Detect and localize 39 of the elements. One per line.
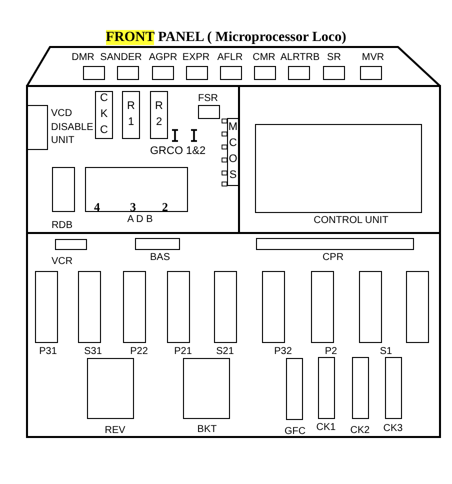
component-label: AGPR <box>148 53 178 63</box>
component-label: RDB <box>51 221 73 231</box>
component-label: P21 <box>174 347 192 357</box>
component-label: S31 <box>84 347 102 357</box>
component-label: VCD DISABLE UNIT <box>51 107 94 148</box>
component-label: VCR <box>51 257 73 267</box>
component-label: S1 <box>380 347 392 357</box>
component-label: S21 <box>216 347 234 357</box>
component-label: A D B <box>127 215 153 225</box>
component-label: CK2 <box>350 426 370 436</box>
component-label: MCOS <box>228 120 238 183</box>
component-label: CK1 <box>316 423 336 433</box>
component-label: MVR <box>362 53 384 63</box>
slot-number: 2 <box>162 201 168 213</box>
component-label: P22 <box>130 347 148 357</box>
label: GRCO 1&2 <box>150 146 206 157</box>
component-label: REV <box>104 426 126 436</box>
slot-number: 3 <box>130 201 136 213</box>
component-label: BAS <box>150 253 170 263</box>
component-label: FSR <box>198 94 218 104</box>
component-label: CMR <box>252 53 276 63</box>
component-label: CONTROL UNIT <box>314 216 388 226</box>
component-label: ALRTRB <box>280 53 320 63</box>
component-label: CK3 <box>383 424 403 434</box>
component-label: R1 <box>126 99 136 130</box>
component-label: SANDER <box>100 53 142 63</box>
component-label: P31 <box>39 347 57 357</box>
component-label: EXPR <box>182 53 210 63</box>
component-label: CKC <box>99 91 109 138</box>
component-label: AFLR <box>217 53 243 63</box>
component-label: BKT <box>197 425 217 435</box>
component-label: DMR <box>72 53 94 63</box>
component-label: SR <box>327 53 341 63</box>
component-label: CPR <box>322 253 344 263</box>
component-label: P2 <box>324 347 338 357</box>
slot-number: 4 <box>94 201 100 213</box>
component-label: R2 <box>154 99 164 130</box>
component-label: GFC <box>284 427 306 437</box>
component-label: P32 <box>274 347 292 357</box>
